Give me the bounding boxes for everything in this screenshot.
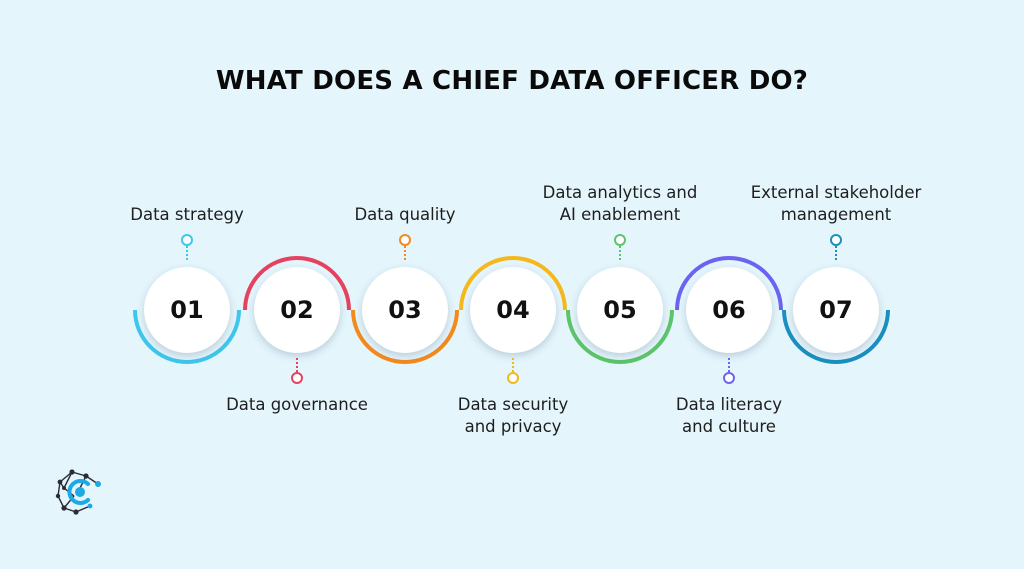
connector-dot (830, 234, 842, 246)
connector-line (619, 246, 621, 260)
connector-dot (181, 234, 193, 246)
connector-line (296, 358, 298, 372)
connector-line (404, 246, 406, 260)
step-number-circle: 03 (362, 267, 448, 353)
connector-dot (399, 234, 411, 246)
step-label: Data strategy (130, 205, 244, 224)
connector-dot (723, 372, 735, 384)
step-number-circle: 01 (144, 267, 230, 353)
connector-dot (507, 372, 519, 384)
step-number-circle: 06 (686, 267, 772, 353)
page-title: WHAT DOES A CHIEF DATA OFFICER DO? (215, 66, 809, 96)
step-number-circle: 07 (793, 267, 879, 353)
step-label: Data governance (226, 395, 368, 414)
connector-line (186, 246, 188, 260)
connector-line (728, 358, 730, 372)
network-c-logo-icon (55, 469, 101, 515)
step-label: Data quality (354, 205, 456, 224)
connector-dot (291, 372, 303, 384)
connector-line (512, 358, 514, 372)
step-number-circle: 05 (577, 267, 663, 353)
connector-line (835, 246, 837, 260)
connector-dot (614, 234, 626, 246)
step-number-circle: 02 (254, 267, 340, 353)
step-number-circle: 04 (470, 267, 556, 353)
